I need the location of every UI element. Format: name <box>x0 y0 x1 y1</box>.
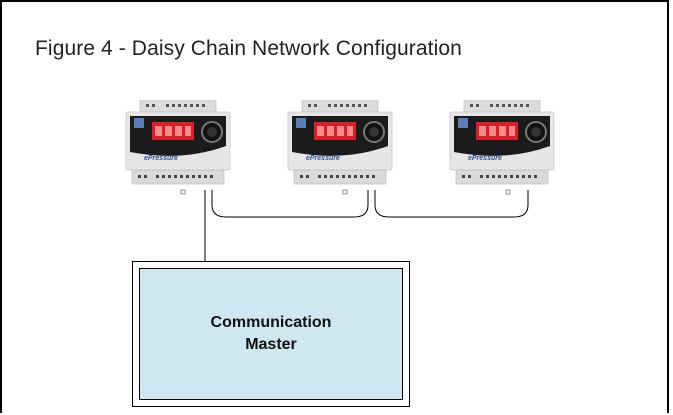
terminal-stub-1 <box>180 189 186 195</box>
wire-device-2-to-device-3 <box>374 190 529 218</box>
pressure-controller-device-1: ePressure <box>122 99 234 190</box>
figure-title: Figure 4 - Daisy Chain Network Configura… <box>35 37 462 60</box>
communication-master-panel: Communication Master <box>139 268 403 400</box>
device-1-illustration: ePressure <box>125 99 231 185</box>
wire-device-1-to-device-2 <box>211 190 369 218</box>
pressure-controller-device-2: ePressure <box>284 99 396 190</box>
pressure-controller-device-3: ePressure <box>446 99 558 190</box>
terminal-stub-3 <box>505 189 511 195</box>
device-brand-label: ePressure <box>306 155 340 162</box>
master-label-line-1: Communication <box>210 314 332 331</box>
device-brand-label: ePressure <box>144 155 178 162</box>
master-label-line-2: Master <box>245 336 297 353</box>
terminal-stub-2 <box>342 189 348 195</box>
device-2-illustration: ePressure <box>287 99 393 185</box>
communication-master-box: Communication Master <box>132 261 410 407</box>
device-3-illustration: ePressure <box>449 99 555 185</box>
device-brand-label: ePressure <box>468 155 502 162</box>
